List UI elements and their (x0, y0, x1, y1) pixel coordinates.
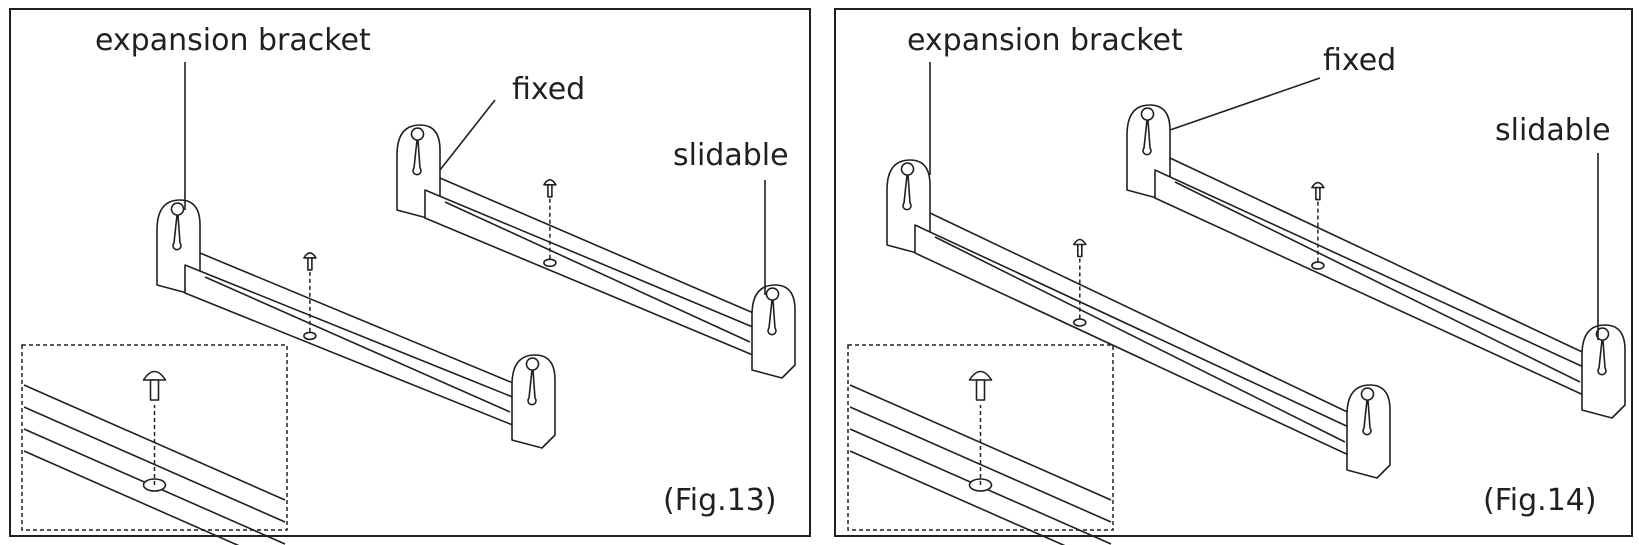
keyhole-icon (1595, 327, 1610, 376)
screw-icon (1311, 181, 1325, 201)
keyhole-icon (900, 162, 915, 211)
rail-slot (1174, 181, 1581, 383)
rail-slot (204, 276, 511, 413)
screw-head-icon (142, 370, 167, 381)
rail-edge (199, 252, 526, 389)
inset-rail-line (23, 450, 240, 545)
figure-14-artwork (847, 62, 1626, 545)
screw-icon (543, 179, 557, 198)
keyhole-icon (1140, 107, 1155, 156)
inset-border (21, 344, 288, 531)
screw-hole (1073, 318, 1087, 327)
rail-edge (929, 212, 1361, 419)
rail-slot (934, 236, 1346, 443)
screw-shank (149, 379, 160, 401)
figure-caption: (Fig.14) (1483, 483, 1597, 518)
rail-edge (1169, 157, 1596, 359)
inset-rail-line (849, 450, 1066, 545)
inset-rail-line (23, 406, 286, 523)
rail-edge (439, 177, 766, 319)
screw-hole (1311, 261, 1325, 270)
screw-hole (303, 331, 317, 341)
rail-slot (444, 201, 751, 343)
figure-13-artwork (21, 62, 796, 545)
label-slidable: slidable (1495, 113, 1611, 148)
label-fixed: fixed (1323, 43, 1396, 78)
inset-rail-line (849, 406, 1112, 523)
keyhole-icon (410, 127, 425, 176)
screw-icon (1073, 238, 1087, 258)
label-slidable: slidable (673, 138, 789, 173)
inset-border (847, 344, 1114, 531)
label-expansion-bracket: expansion bracket (95, 23, 371, 58)
figure-caption: (Fig.13) (663, 483, 777, 518)
bracket-rail (184, 264, 521, 429)
expansion-bracket (1126, 104, 1626, 419)
keyhole-icon (1360, 387, 1375, 436)
leader-line (439, 99, 496, 171)
keyhole-icon (170, 202, 185, 251)
label-fixed: fixed (512, 72, 585, 107)
screw-icon (303, 252, 317, 271)
detail-inset (21, 344, 288, 545)
label-expansion-bracket: expansion bracket (907, 23, 1183, 58)
figure-14-frame (834, 8, 1633, 537)
detail-inset (847, 344, 1114, 545)
leader-line (1169, 77, 1321, 131)
screw-head-icon (968, 370, 993, 381)
screw-hole (543, 258, 557, 268)
figure-13-frame (9, 8, 811, 537)
screw-shank (975, 379, 986, 401)
keyhole-icon (525, 357, 540, 406)
expansion-bracket (156, 199, 556, 449)
expansion-bracket (886, 159, 1391, 479)
keyhole-icon (765, 287, 780, 336)
expansion-bracket (396, 124, 796, 379)
